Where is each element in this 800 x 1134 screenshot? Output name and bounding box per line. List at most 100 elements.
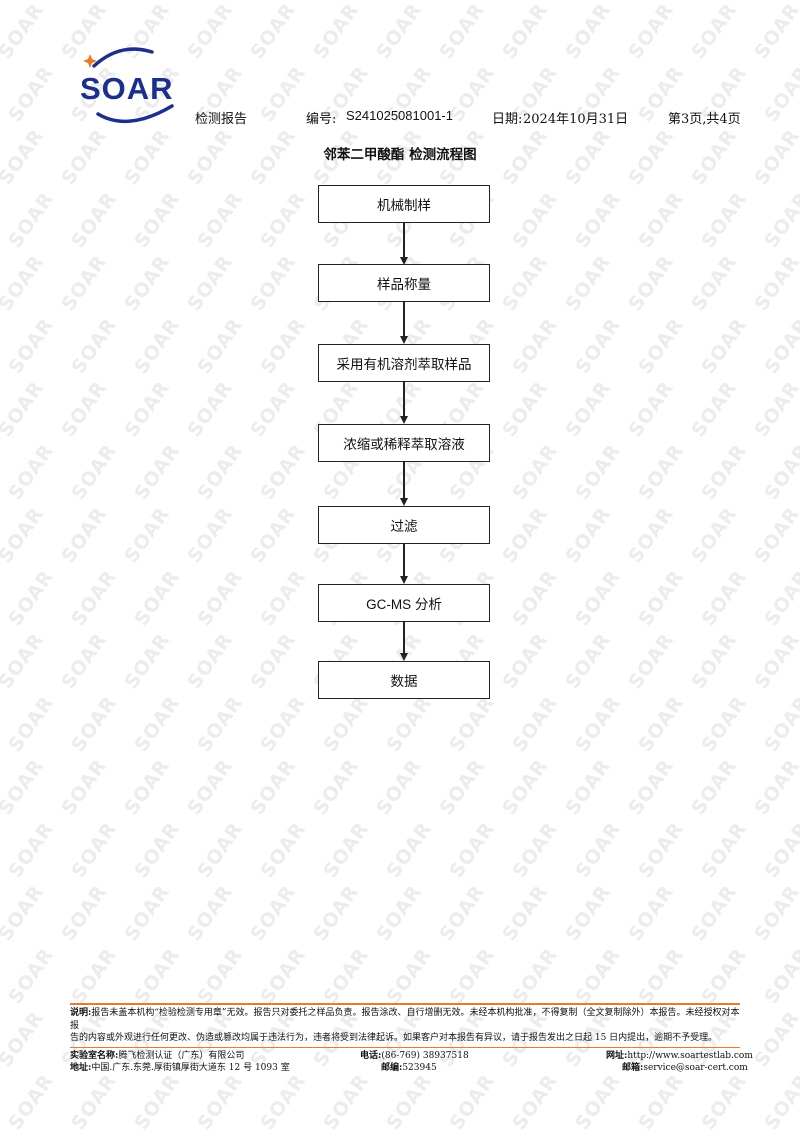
watermark-text: SOAR bbox=[193, 314, 248, 378]
watermark-text: SOAR bbox=[634, 566, 689, 630]
watermark-text: SOAR bbox=[183, 0, 238, 63]
report-number: S241025081001-1 bbox=[346, 108, 453, 123]
watermark-text: SOAR bbox=[183, 251, 238, 315]
watermark-text: SOAR bbox=[256, 818, 311, 882]
watermark-text: SOAR bbox=[0, 251, 49, 315]
watermark-text: SOAR bbox=[0, 503, 49, 567]
watermark-text: SOAR bbox=[634, 692, 689, 756]
watermark-text: SOAR bbox=[246, 377, 301, 441]
report-label: 检测报告 bbox=[195, 112, 248, 127]
watermark-text: SOAR bbox=[193, 944, 248, 1008]
watermark-text: SOAR bbox=[57, 755, 112, 819]
postal-code: 523945 bbox=[402, 1063, 437, 1073]
number-label: 编号: bbox=[306, 112, 337, 127]
website-link[interactable]: http://www.soartestlab.com bbox=[627, 1050, 753, 1061]
watermark-text: SOAR bbox=[508, 692, 563, 756]
watermark-text: SOAR bbox=[4, 692, 59, 756]
watermark-text: SOAR bbox=[760, 314, 800, 378]
watermark-text: SOAR bbox=[634, 944, 689, 1008]
watermark-text: SOAR bbox=[687, 503, 742, 567]
note-text: 报告未盖本机构“检验检测专用章”无效。报告只对委托之样品负责。报告涂改、自行增删… bbox=[70, 1008, 740, 1031]
watermark-text: SOAR bbox=[561, 881, 616, 945]
watermark-text: SOAR bbox=[382, 944, 437, 1008]
watermark-text: SOAR bbox=[246, 503, 301, 567]
watermark-text: SOAR bbox=[57, 251, 112, 315]
watermark-text: SOAR bbox=[445, 692, 500, 756]
watermark-text: SOAR bbox=[0, 377, 49, 441]
watermark-text: SOAR bbox=[634, 188, 689, 252]
report-date: 2024年10月31日 bbox=[523, 112, 629, 127]
watermark-text: SOAR bbox=[183, 881, 238, 945]
phone-label: 电话: bbox=[360, 1050, 382, 1061]
watermark-text: SOAR bbox=[571, 1070, 626, 1134]
watermark-text: SOAR bbox=[624, 377, 679, 441]
watermark-text: SOAR bbox=[498, 755, 553, 819]
date-label: 日期: bbox=[492, 112, 523, 127]
addr-label: 地址: bbox=[70, 1063, 92, 1073]
watermark-text: SOAR bbox=[246, 629, 301, 693]
watermark-text: SOAR bbox=[508, 314, 563, 378]
watermark-text: SOAR bbox=[372, 881, 427, 945]
watermark-text: SOAR bbox=[571, 314, 626, 378]
watermark-text: SOAR bbox=[120, 251, 175, 315]
watermark-text: SOAR bbox=[508, 818, 563, 882]
watermark-text: SOAR bbox=[760, 440, 800, 504]
watermark-text: SOAR bbox=[760, 188, 800, 252]
watermark-text: SOAR bbox=[4, 188, 59, 252]
watermark-text: SOAR bbox=[750, 1007, 800, 1071]
watermark-text: SOAR bbox=[319, 944, 374, 1008]
email-link[interactable]: service@soar-cert.com bbox=[643, 1063, 748, 1073]
watermark-text: SOAR bbox=[760, 692, 800, 756]
watermark-text: SOAR bbox=[750, 0, 800, 63]
watermark-text: SOAR bbox=[67, 566, 122, 630]
watermark-text: SOAR bbox=[120, 755, 175, 819]
watermark-text: SOAR bbox=[67, 1070, 122, 1134]
watermark-text: SOAR bbox=[697, 440, 752, 504]
watermark-text: SOAR bbox=[508, 566, 563, 630]
footer-row-1: 实验室名称: 腾飞检测认证（广东）有限公司 电话: (86-769) 38937… bbox=[70, 1050, 753, 1063]
watermark-text: SOAR bbox=[120, 377, 175, 441]
watermark-text: SOAR bbox=[498, 881, 553, 945]
watermark-text: SOAR bbox=[193, 566, 248, 630]
watermark-text: SOAR bbox=[435, 755, 490, 819]
report-header: 检测报告 编号: S241025081001-1 日期: 2024年10月31日… bbox=[0, 108, 800, 128]
watermark-text: SOAR bbox=[183, 629, 238, 693]
watermark-text: SOAR bbox=[130, 314, 185, 378]
watermark-text: SOAR bbox=[130, 440, 185, 504]
watermark-text: SOAR bbox=[571, 440, 626, 504]
phone-number: (86-769) 38937518 bbox=[381, 1050, 469, 1061]
watermark-text: SOAR bbox=[760, 1070, 800, 1134]
watermark-text: SOAR bbox=[0, 755, 49, 819]
watermark-text: SOAR bbox=[0, 1007, 49, 1071]
watermark-text: SOAR bbox=[120, 881, 175, 945]
email-label: 邮箱: bbox=[622, 1063, 644, 1073]
watermark-text: SOAR bbox=[4, 566, 59, 630]
report-footer: 说明:报告未盖本机构“检验检测专用章”无效。报告只对委托之样品负责。报告涂改、自… bbox=[70, 1003, 753, 1075]
flow-step: 样品称量 bbox=[318, 264, 490, 302]
watermark-text: SOAR bbox=[760, 944, 800, 1008]
watermark-text: SOAR bbox=[697, 314, 752, 378]
watermark-text: SOAR bbox=[183, 377, 238, 441]
watermark-text: SOAR bbox=[624, 0, 679, 63]
watermark-text: SOAR bbox=[0, 0, 49, 63]
watermark-text: SOAR bbox=[760, 818, 800, 882]
watermark-text: SOAR bbox=[246, 755, 301, 819]
watermark-text: SOAR bbox=[120, 503, 175, 567]
watermark-text: SOAR bbox=[0, 629, 49, 693]
watermark-text: SOAR bbox=[130, 1070, 185, 1134]
watermark-text: SOAR bbox=[624, 629, 679, 693]
watermark-text: SOAR bbox=[67, 188, 122, 252]
watermark-text: SOAR bbox=[435, 881, 490, 945]
watermark-text: SOAR bbox=[57, 629, 112, 693]
watermark-text: SOAR bbox=[256, 440, 311, 504]
lab-name: 腾飞检测认证（广东）有限公司 bbox=[118, 1050, 245, 1061]
watermark-text: SOAR bbox=[256, 944, 311, 1008]
watermark-text: SOAR bbox=[319, 818, 374, 882]
web-label: 网址: bbox=[606, 1050, 628, 1061]
watermark-text: SOAR bbox=[571, 188, 626, 252]
watermark-text: SOAR bbox=[687, 377, 742, 441]
watermark-text: SOAR bbox=[508, 1070, 563, 1134]
watermark-text: SOAR bbox=[697, 1070, 752, 1134]
flow-step: 机械制样 bbox=[318, 185, 490, 223]
address: 中国.广东.东莞.厚街镇厚街大道东 12 号 1093 室 bbox=[91, 1063, 290, 1073]
